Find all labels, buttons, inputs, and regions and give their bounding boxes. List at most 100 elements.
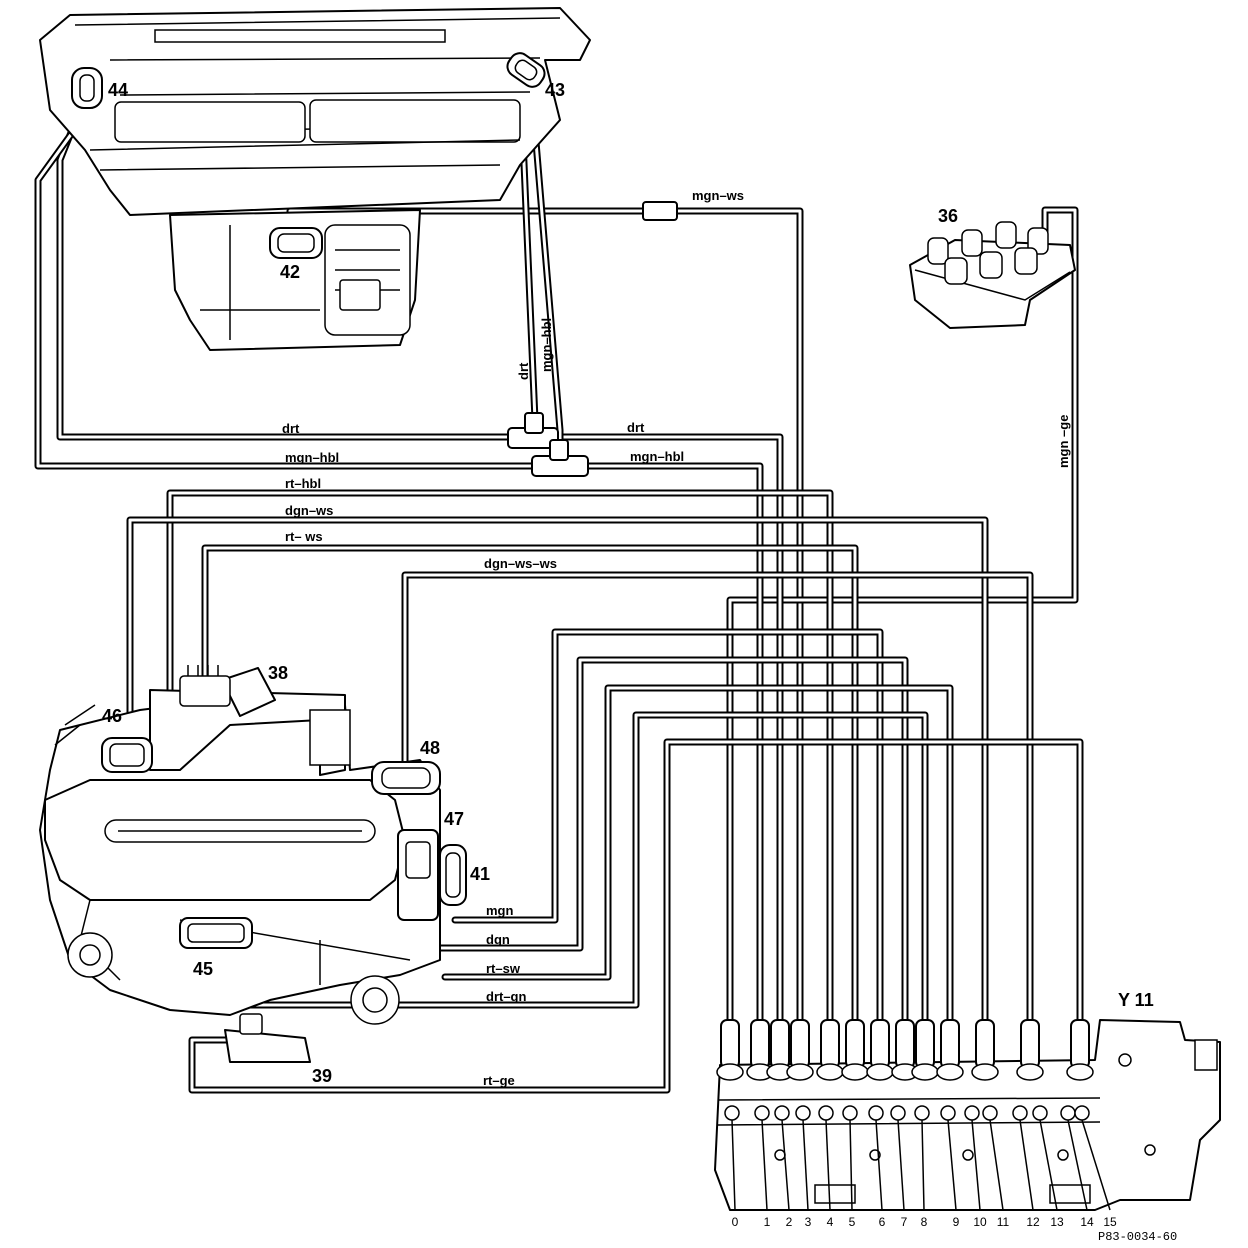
port-label: 13 <box>1050 1215 1064 1229</box>
port-leader <box>761 1119 768 1211</box>
valve-nipple-base <box>1066 1063 1094 1081</box>
port-marker <box>914 1105 930 1121</box>
port-marker <box>795 1105 811 1121</box>
label-rt-ge: rt–ge <box>483 1073 515 1088</box>
valve-nipple <box>895 1019 915 1069</box>
valve-nipple-base <box>936 1063 964 1081</box>
label-44: 44 <box>108 80 128 100</box>
label-mgn-ws: mgn–ws <box>692 188 744 203</box>
port-label: 1 <box>764 1215 771 1229</box>
hose-rt-ge <box>188 738 1084 1094</box>
t-connector-mgn-hbl <box>531 439 589 477</box>
port-marker <box>1074 1105 1090 1121</box>
port-leader <box>731 1119 736 1211</box>
label-drt-gn: drt–gn <box>486 989 527 1004</box>
port-marker <box>982 1105 998 1121</box>
label-46: 46 <box>102 706 122 726</box>
port-leader <box>1067 1119 1088 1211</box>
label-rt-hbl: rt–hbl <box>285 476 321 491</box>
hose-dgn-ws-ws <box>401 571 1034 1024</box>
label-rt-ws: rt– ws <box>285 529 323 544</box>
valve-nipple <box>975 1019 995 1069</box>
valve-nipple <box>870 1019 890 1069</box>
port-leader <box>989 1119 1004 1211</box>
port-marker <box>940 1105 956 1121</box>
port-label: 10 <box>973 1215 987 1229</box>
hose-mgn-ge <box>726 206 1079 1024</box>
port-label: 12 <box>1026 1215 1040 1229</box>
port-label: 15 <box>1103 1215 1117 1229</box>
vacuum-element-42 <box>269 227 323 259</box>
valve-nipple-base <box>816 1063 844 1081</box>
port-label: 11 <box>997 1215 1010 1229</box>
port-leader <box>875 1119 883 1211</box>
port-leader <box>849 1119 853 1211</box>
label-dgn: dgn <box>486 932 510 947</box>
vacuum-element-47 <box>397 829 439 921</box>
label-mgn-hbl-right: mgn–hbl <box>630 449 684 464</box>
vacuum-element-41 <box>439 844 467 906</box>
label-mgn-hbl-vertical: mgn–hbl <box>539 318 554 372</box>
hose-dgn-ws <box>126 516 989 1024</box>
label-drt-left: drt <box>282 421 300 436</box>
label-47: 47 <box>444 809 464 829</box>
port-leader <box>802 1119 809 1211</box>
label-43: 43 <box>545 80 565 100</box>
hose-connector <box>642 201 678 221</box>
port-label: 0 <box>732 1215 739 1229</box>
port-marker <box>1032 1105 1048 1121</box>
port-label: 8 <box>921 1215 928 1229</box>
valve-nipple <box>750 1019 770 1069</box>
port-leader <box>921 1119 925 1211</box>
drawing-reference: P83-0034-60 <box>1098 1230 1177 1244</box>
label-38: 38 <box>268 663 288 683</box>
vacuum-element-48 <box>371 761 441 795</box>
vacuum-element-45 <box>179 917 253 949</box>
port-leader <box>1081 1119 1111 1211</box>
port-marker <box>842 1105 858 1121</box>
valve-nipple-base <box>971 1063 999 1081</box>
valve-nipple <box>790 1019 810 1069</box>
port-leader-lines <box>724 1105 1111 1211</box>
label-dgn-ws: dgn–ws <box>285 503 333 518</box>
port-label: 6 <box>879 1215 886 1229</box>
valve-nipple-base <box>841 1063 869 1081</box>
label-39: 39 <box>312 1066 332 1086</box>
hose-rt-hbl <box>166 489 834 1024</box>
valve-nipple-base <box>786 1063 814 1081</box>
port-leader <box>1019 1119 1034 1211</box>
valve-nipple <box>770 1019 790 1069</box>
port-marker <box>868 1105 884 1121</box>
port-leader <box>825 1119 831 1211</box>
valve-nipple-base <box>716 1063 744 1081</box>
label-drt-vertical: drt <box>516 362 531 380</box>
valve-nipple <box>1070 1019 1090 1069</box>
hose-rt-ws <box>201 544 859 1024</box>
label-48: 48 <box>420 738 440 758</box>
port-marker <box>754 1105 770 1121</box>
label-mgn-ge: mgn –ge <box>1056 415 1071 468</box>
valve-nipple <box>1020 1019 1040 1069</box>
vacuum-element-39 <box>224 1013 311 1063</box>
port-label: 14 <box>1080 1215 1094 1229</box>
hose-mgn <box>451 628 884 1024</box>
air-distribution-housing <box>39 7 591 351</box>
label-rt-sw: rt–sw <box>486 961 521 976</box>
valve-nipple <box>820 1019 840 1069</box>
label-45: 45 <box>193 959 213 979</box>
climate-control-unit <box>39 689 441 1025</box>
port-leader <box>971 1119 981 1211</box>
valve-nipples <box>716 1019 1094 1081</box>
label-mgn-hbl-left: mgn–hbl <box>285 450 339 465</box>
port-leader <box>897 1119 905 1211</box>
port-leader <box>947 1119 957 1211</box>
label-drt-right: drt <box>627 420 645 435</box>
label-dgn-ws-ws: dgn–ws–ws <box>484 556 557 571</box>
valve-nipple <box>940 1019 960 1069</box>
hose-routing <box>34 66 1084 1094</box>
port-label: 2 <box>786 1215 793 1229</box>
port-marker <box>1060 1105 1076 1121</box>
port-label: 9 <box>953 1215 960 1229</box>
vacuum-element-38 <box>179 665 276 717</box>
label-36: 36 <box>938 206 958 226</box>
